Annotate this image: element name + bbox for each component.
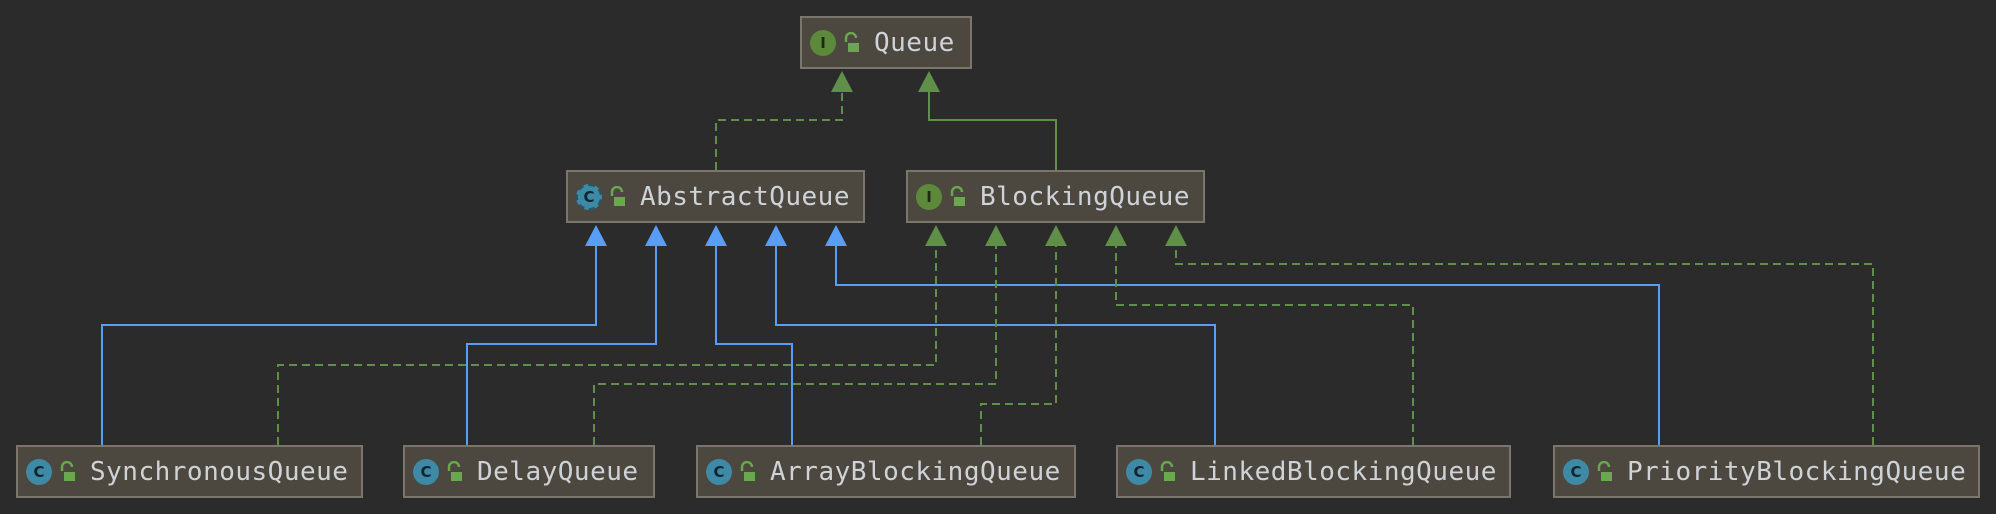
unlocked-icon [844,31,859,52]
node-label: BlockingQueue [980,181,1190,212]
inheritance-arrowhead [825,225,847,246]
edge-array-blocking-queue-to-blocking-queue [980,245,1057,445]
unlocked-icon [60,460,75,481]
inheritance-arrowhead [831,71,853,92]
node-label: Queue [874,27,955,58]
edge-delay-queue-to-abstract-queue [466,245,657,445]
edge-delay-queue-to-blocking-queue [593,245,997,445]
node-blocking-queue[interactable]: I BlockingQueue [906,170,1205,223]
inheritance-arrowhead [705,225,727,246]
unlocked-icon [740,460,755,481]
class-icon: C [706,458,732,485]
node-label: LinkedBlockingQueue [1190,456,1497,487]
node-priority-blocking-queue[interactable]: C PriorityBlockingQueue [1553,445,1980,498]
unlocked-icon [447,460,462,481]
inheritance-arrowhead [1045,225,1067,246]
unlocked-icon [610,185,625,206]
interface-icon: I [916,183,942,210]
node-synchronous-queue[interactable]: C SynchronousQueue [16,445,363,498]
abstract-class-icon: C [576,183,602,210]
inheritance-arrowhead [1165,225,1187,246]
node-linked-blocking-queue[interactable]: C LinkedBlockingQueue [1116,445,1511,498]
inheritance-arrowhead [925,225,947,246]
inheritance-arrowhead [918,71,940,92]
class-icon: C [1563,458,1589,485]
node-queue[interactable]: I Queue [800,16,972,69]
inheritance-arrowhead [765,225,787,246]
unlocked-icon [950,185,965,206]
edge-blocking-queue-to-queue [928,90,1057,170]
edge-synchronous-queue-to-blocking-queue [277,245,937,445]
node-label: DelayQueue [477,456,639,487]
edge-priority-blocking-queue-to-blocking-queue [1175,245,1874,445]
edge-synchronous-queue-to-abstract-queue [101,245,597,445]
node-label: SynchronousQueue [90,456,349,487]
node-label: AbstractQueue [640,181,850,212]
node-array-blocking-queue[interactable]: C ArrayBlockingQueue [696,445,1076,498]
node-abstract-queue[interactable]: C AbstractQueue [566,170,865,223]
edge-priority-blocking-queue-to-abstract-queue [835,245,1660,445]
unlocked-icon [1597,460,1612,481]
class-icon: C [1126,458,1152,485]
inheritance-arrowhead [585,225,607,246]
class-icon: C [413,458,439,485]
edge-array-blocking-queue-to-abstract-queue [715,245,793,445]
unlocked-icon [1160,460,1175,481]
class-icon: C [26,458,52,485]
edge-linked-blocking-queue-to-blocking-queue [1115,245,1414,445]
interface-icon: I [810,29,836,56]
node-delay-queue[interactable]: C DelayQueue [403,445,655,498]
inheritance-arrowhead [1105,225,1127,246]
edge-abstract-queue-to-queue [715,90,843,170]
inheritance-arrowhead [645,225,667,246]
node-label: PriorityBlockingQueue [1627,456,1967,487]
node-label: ArrayBlockingQueue [770,456,1061,487]
inheritance-arrowhead [985,225,1007,246]
